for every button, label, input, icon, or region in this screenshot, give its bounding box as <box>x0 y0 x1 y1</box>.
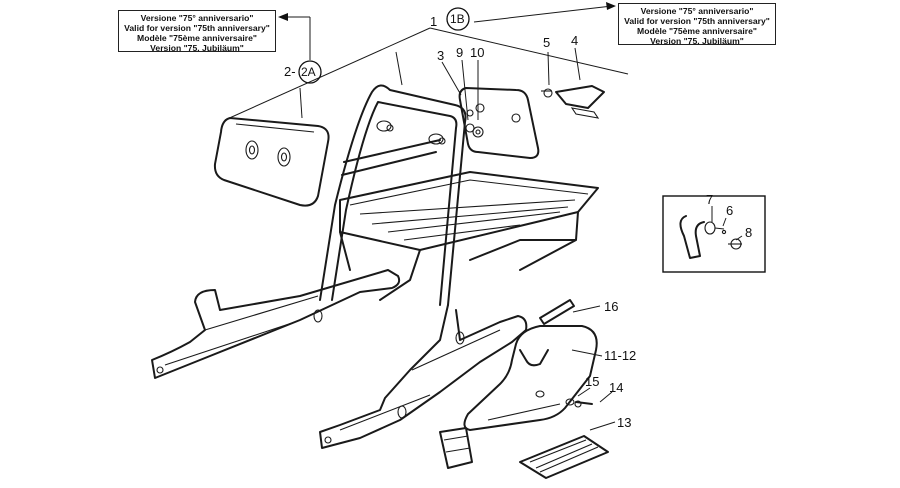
callout-8: 8 <box>745 225 752 240</box>
callout-labels: 1 1B 2- 2A 3 9 10 5 4 7 6 8 16 11-12 15 … <box>284 7 752 430</box>
callout-10: 10 <box>470 45 484 60</box>
callout-2A-circle <box>298 60 322 84</box>
nuts-washers <box>465 109 484 138</box>
note-right-line-4: Version "75. Jubiläum" <box>650 36 744 46</box>
note-right-line-3: Modèle "75ème anniversaire" <box>637 26 757 36</box>
backrest-pad <box>213 117 330 207</box>
note-box-left: Versione "75° anniversario" Valid for ve… <box>118 10 276 53</box>
callout-13: 13 <box>617 415 631 430</box>
reflector <box>519 435 609 479</box>
callout-2A: 2A <box>301 65 316 79</box>
callout-7: 7 <box>706 192 713 207</box>
screw-washer <box>565 398 593 408</box>
note-left-line-1: Versione "75° anniversario" <box>140 13 254 23</box>
note-right-line-2: Valid for version "75th anniversary" <box>624 16 770 26</box>
note-left-line-2: Valid for version "75th anniversary" <box>124 23 270 33</box>
callout-1: 1 <box>430 14 437 29</box>
callout-1B: 1B <box>450 12 465 26</box>
detail-inset <box>662 195 766 273</box>
callout-5: 5 <box>543 35 550 50</box>
side-cover <box>463 325 598 431</box>
note-left-line-4: Version "75. Jubiläum" <box>150 43 244 53</box>
callout-15: 15 <box>585 374 599 389</box>
rear-plate-bracket <box>458 87 540 159</box>
leader-lines <box>224 27 743 431</box>
callout-2: 2- <box>284 64 296 79</box>
small-bracket <box>541 85 605 119</box>
note-left-line-3: Modèle "75ème anniversaire" <box>137 33 257 43</box>
callout-16: 16 <box>604 299 618 314</box>
callout-4: 4 <box>571 33 578 48</box>
callout-14: 14 <box>609 380 623 395</box>
rod <box>539 299 575 325</box>
callout-6: 6 <box>726 203 733 218</box>
callout-9: 9 <box>456 45 463 60</box>
callout-11-12: 11-12 <box>604 348 636 363</box>
backrest-bolts <box>376 120 446 145</box>
callout-3: 3 <box>437 48 444 63</box>
note-arrow-left <box>278 13 311 60</box>
note-right-line-1: Versione "75° anniversario" <box>640 6 754 16</box>
end-cap <box>439 427 473 469</box>
note-arrow-right <box>473 2 616 23</box>
note-box-right: Versione "75° anniversario" Valid for ve… <box>618 3 776 46</box>
callout-1B-circle <box>446 7 470 31</box>
